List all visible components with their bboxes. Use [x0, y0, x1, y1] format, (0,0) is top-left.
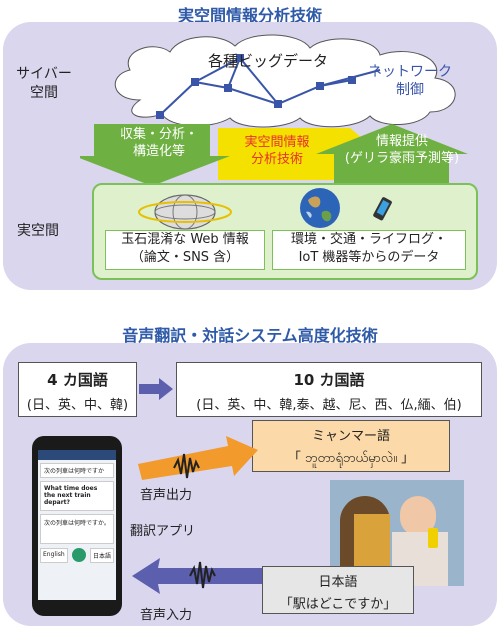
waveform-icon [189, 561, 216, 589]
myanmar-title: ミャンマー語 [311, 429, 390, 444]
output-arrow [138, 436, 258, 480]
app-label: 翻訳アプリ [130, 524, 196, 539]
network-control-text: ネットワーク 制御 [368, 64, 452, 98]
smartphone-icon [373, 197, 392, 221]
phone-lang-bar: English 日本語 [40, 548, 114, 563]
arrow-right-icon [139, 378, 173, 400]
four-language-title: 4 カ国語 [47, 371, 108, 389]
phone-row-3: 次の列車は何時ですか。 [40, 514, 114, 544]
top-title: 実空間情報分析技術 [177, 6, 322, 25]
smartphone: 次の列車は何時ですか What time does the next train… [32, 436, 122, 616]
japanese-bubble: 日本語 「駅はどこですか」 [262, 566, 414, 614]
globe-wire-icon [138, 194, 232, 230]
ten-language-title: 10 カ国語 [293, 371, 365, 389]
ten-language-box: 10 カ国語 (日、英、中、韓,泰、越、尼、西、仏,緬、伯) [176, 362, 482, 417]
input-arrow [132, 558, 262, 594]
phone-lang-left[interactable]: English [40, 548, 68, 563]
phone-in-hand [428, 528, 438, 548]
waveform-icon [173, 453, 200, 479]
phone-row-1: 次の列車は何時ですか [40, 463, 114, 478]
provide-arrow-label: 情報提供 (ゲリラ豪雨予測等) [344, 134, 460, 166]
iot-data-box: 環境・交通・ライフログ・ IoT 機器等からのデータ [272, 230, 466, 270]
cyber-space-label: サイバー 空間 [16, 66, 72, 101]
input-label: 音声入力 [140, 608, 193, 623]
core-tech-label: 実空間情報 分析技術 [244, 135, 310, 167]
mic-button[interactable] [71, 548, 86, 562]
phone-header [38, 450, 116, 460]
japanese-text: 「駅はどこですか」 [279, 597, 397, 612]
real-space-label: 実空間 [17, 223, 59, 239]
output-label: 音声出力 [140, 488, 193, 503]
four-language-box: 4 カ国語 (日、英、中、韓) [18, 362, 137, 417]
phone-row-2: What time does the next train depart? [40, 481, 114, 511]
phone-lang-right[interactable]: 日本語 [89, 548, 114, 563]
bottom-title: 音声翻訳・対話システム高度化技術 [122, 326, 378, 345]
web-info-box: 玉石混淆な Web 情報 （論文・SNS 含） [105, 230, 265, 270]
myanmar-bubble: ミャンマー語 「 ဘူတာရုံဘယ်မှာလဲ။ 」 [252, 420, 450, 472]
four-language-list: (日、英、中、韓) [26, 398, 129, 413]
flow-arrows [80, 124, 468, 186]
japanese-title: 日本語 [318, 575, 358, 590]
phone-screen: 次の列車は何時ですか What time does the next train… [38, 450, 116, 600]
myanmar-text: 「 ဘူတာရုံဘယ်မှာလဲ။ 」 [287, 451, 415, 466]
cloud-text: 各種ビッグデータ [208, 52, 329, 70]
cloud-icon [114, 34, 456, 128]
network-graph [156, 54, 381, 119]
ten-language-list: (日、英、中、韓,泰、越、尼、西、仏,緬、伯) [196, 398, 462, 413]
collect-arrow-label: 収集・分析・ 構造化等 [119, 127, 198, 159]
earth-icon [300, 188, 340, 228]
